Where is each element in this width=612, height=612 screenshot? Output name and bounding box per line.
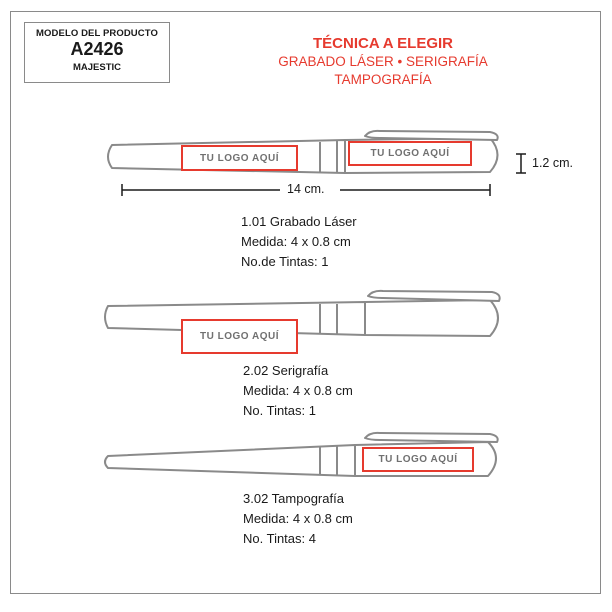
spec-size: Medida: 4 x 0.8 cm xyxy=(243,511,353,526)
model-info-box: MODELO DEL PRODUCTO A2426 MAJESTIC xyxy=(24,22,170,83)
logo-area: TU LOGO AQUÍ xyxy=(362,447,474,472)
pen-illustration-2 xyxy=(104,289,501,337)
spec-title: 2.02 Serigrafía xyxy=(243,363,329,378)
model-code: A2426 xyxy=(70,39,124,59)
height-label: 1.2 cm. xyxy=(532,156,573,170)
model-label: MODELO DEL PRODUCTO xyxy=(36,28,158,39)
model-name: MAJESTIC xyxy=(72,62,122,73)
spec-block-2: 2.02 Serigrafía Medida: 4 x 0.8 cm No. T… xyxy=(243,361,353,421)
logo-area: TU LOGO AQUÍ xyxy=(181,319,298,354)
spec-title: 3.02 Tampografía xyxy=(243,491,344,506)
spec-inks: No. Tintas: 4 xyxy=(243,531,316,546)
spec-title: 1.01 Grabado Láser xyxy=(241,214,357,229)
spec-size: Medida: 4 x 0.8 cm xyxy=(241,234,351,249)
technique-line-1: GRABADO LÁSER • SERIGRAFÍA xyxy=(278,54,488,69)
spec-block-3: 3.02 Tampografía Medida: 4 x 0.8 cm No. … xyxy=(243,489,353,549)
height-dimension-marker xyxy=(516,153,526,174)
spec-inks: No.de Tintas: 1 xyxy=(241,254,329,269)
spec-block-1: 1.01 Grabado Láser Medida: 4 x 0.8 cm No… xyxy=(241,212,357,272)
length-label: 14 cm. xyxy=(287,182,325,196)
spec-inks: No. Tintas: 1 xyxy=(243,403,316,418)
logo-area: TU LOGO AQUÍ xyxy=(348,141,472,166)
technique-line-2: TAMPOGRAFÍA xyxy=(334,72,432,87)
logo-area: TU LOGO AQUÍ xyxy=(181,145,298,171)
technique-title: TÉCNICA A ELEGIR xyxy=(312,35,453,52)
sheet-border xyxy=(10,11,601,594)
length-dimension-line xyxy=(121,184,491,196)
spec-size: Medida: 4 x 0.8 cm xyxy=(243,383,353,398)
